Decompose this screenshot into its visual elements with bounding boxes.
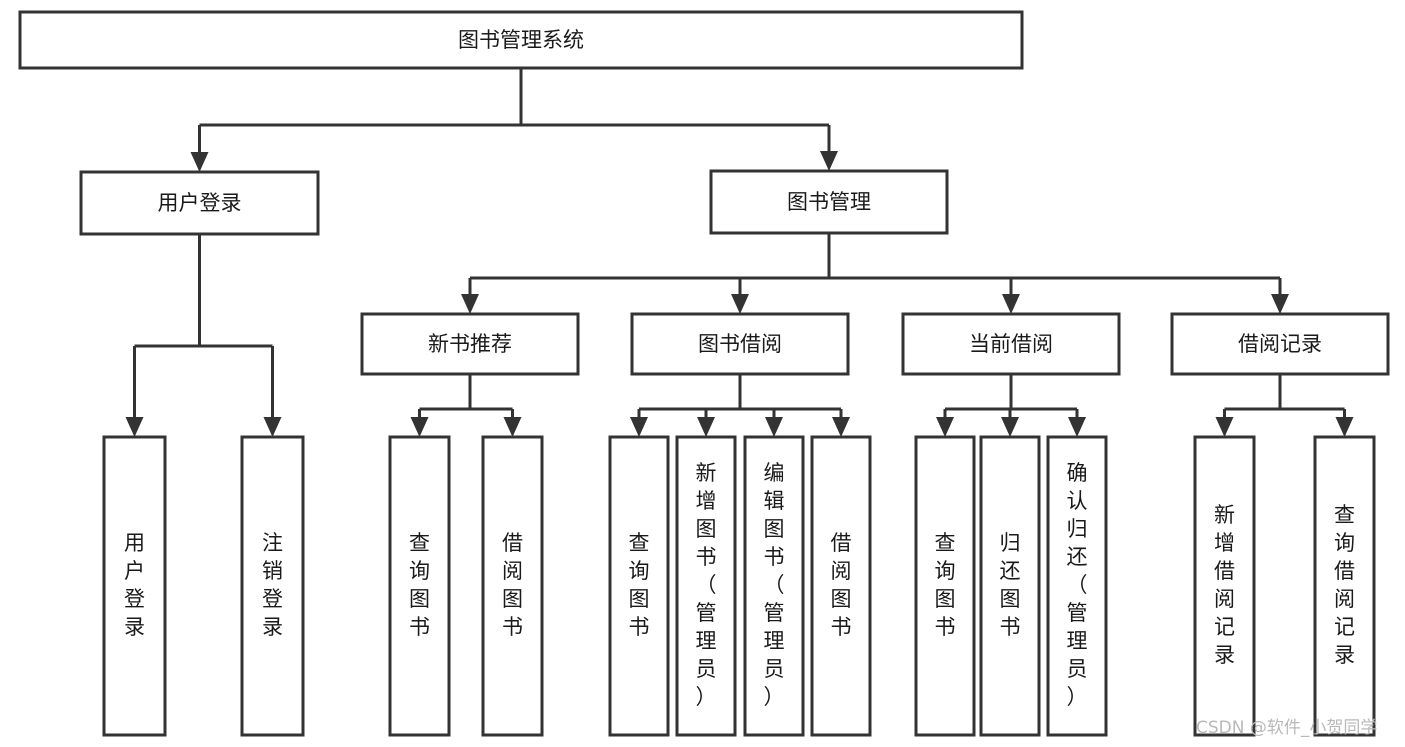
arrow-head (1335, 417, 1354, 437)
node-label-leaf-confirm-return: 确认归还（管理员） (1067, 461, 1088, 709)
node-box-new-book-rec (360, 312, 580, 376)
edge-group-book-borrow (630, 374, 850, 437)
node-label-new-book-rec: 新书推荐 (428, 332, 512, 356)
node-leaf-add-record[interactable]: 新增借阅记录 (1193, 435, 1256, 737)
node-label-leaf-user-login: 用户登录 (124, 531, 145, 639)
node-box-leaf-query-book-2 (608, 435, 670, 737)
node-label-leaf-logout: 注销登录 (262, 531, 283, 639)
arrow-head (503, 417, 522, 437)
arrow-head (630, 417, 648, 437)
arrow-head (936, 417, 954, 437)
node-box-leaf-confirm-return (1046, 435, 1108, 737)
edge-group-root (190, 68, 838, 172)
node-root[interactable]: 图书管理系统 (18, 10, 1024, 70)
edge-group-book-manage (461, 233, 1289, 314)
arrow-head (125, 417, 144, 437)
node-current-borrow[interactable]: 当前借阅 (901, 312, 1121, 376)
node-box-leaf-add-record (1193, 435, 1256, 737)
node-leaf-borrow-book-2[interactable]: 借阅图书 (810, 435, 872, 737)
node-leaf-add-book[interactable]: 新增图书（管理员） (675, 435, 737, 737)
arrow-head (1271, 294, 1289, 314)
node-new-book-rec[interactable]: 新书推荐 (360, 312, 580, 376)
node-box-book-manage (709, 169, 949, 235)
node-label-book-manage: 图书管理 (787, 190, 871, 214)
edge-layer (125, 68, 1354, 437)
node-box-leaf-edit-book (743, 435, 805, 737)
node-label-leaf-add-book: 新增图书（管理员） (696, 461, 717, 709)
node-label-user-login: 用户登录 (158, 191, 242, 215)
node-label-leaf-return-book: 归还图书 (1000, 531, 1021, 639)
node-leaf-user-login[interactable]: 用户登录 (102, 435, 167, 737)
edge-group-current-borrow (936, 374, 1086, 437)
node-box-leaf-logout (240, 435, 305, 737)
node-box-leaf-user-login (102, 435, 167, 737)
arrow-head (1068, 417, 1086, 437)
node-label-leaf-query-record: 查询借阅记录 (1334, 503, 1355, 667)
watermark: CSDN @软件_小贺同学 (1196, 718, 1377, 738)
arrow-head (1002, 294, 1020, 314)
node-leaf-borrow-book-1[interactable]: 借阅图书 (481, 435, 544, 737)
node-leaf-query-book-2[interactable]: 查询图书 (608, 435, 670, 737)
node-box-leaf-return-book (979, 435, 1041, 737)
node-box-borrow-record (1170, 312, 1390, 376)
node-label-current-borrow: 当前借阅 (969, 332, 1053, 356)
node-box-user-login (79, 170, 320, 236)
node-leaf-query-book-1[interactable]: 查询图书 (388, 435, 451, 737)
node-leaf-query-record[interactable]: 查询借阅记录 (1313, 435, 1376, 737)
node-label-leaf-borrow-book-2: 借阅图书 (831, 531, 852, 639)
node-user-login[interactable]: 用户登录 (79, 170, 320, 236)
node-label-book-borrow: 图书借阅 (698, 332, 782, 356)
node-box-leaf-query-book-1 (388, 435, 451, 737)
arrow-head (263, 417, 282, 437)
node-box-root (18, 10, 1024, 70)
node-leaf-return-book[interactable]: 归还图书 (979, 435, 1041, 737)
arrow-head (765, 417, 783, 437)
node-box-leaf-borrow-book-1 (481, 435, 544, 737)
arrow-head (832, 417, 850, 437)
edge-group-borrow-record (1215, 374, 1354, 437)
node-borrow-record[interactable]: 借阅记录 (1170, 312, 1390, 376)
node-label-root: 图书管理系统 (458, 28, 584, 52)
edge-group-new-book-rec (410, 374, 522, 437)
node-label-leaf-query-book-1: 查询图书 (409, 531, 430, 639)
node-label-leaf-query-book-3: 查询图书 (935, 531, 956, 639)
arrow-head (190, 152, 209, 172)
node-leaf-logout[interactable]: 注销登录 (240, 435, 305, 737)
node-label-leaf-borrow-book-1: 借阅图书 (502, 531, 523, 639)
node-label-borrow-record: 借阅记录 (1238, 332, 1322, 356)
node-box-leaf-query-record (1313, 435, 1376, 737)
node-book-manage[interactable]: 图书管理 (709, 169, 949, 235)
node-leaf-confirm-return[interactable]: 确认归还（管理员） (1046, 435, 1108, 737)
node-box-current-borrow (901, 312, 1121, 376)
node-label-leaf-query-book-2: 查询图书 (629, 531, 650, 639)
node-box-leaf-query-book-3 (914, 435, 976, 737)
arrow-head (1001, 417, 1019, 437)
node-book-borrow[interactable]: 图书借阅 (630, 312, 850, 376)
node-leaf-edit-book[interactable]: 编辑图书（管理员） (743, 435, 805, 737)
node-layer: 图书管理系统用户登录图书管理新书推荐图书借阅当前借阅借阅记录用户登录注销登录查询… (18, 10, 1390, 737)
arrow-head (731, 294, 749, 314)
edge-group-user-login (125, 234, 282, 437)
arrow-head (1215, 417, 1234, 437)
node-box-leaf-borrow-book-2 (810, 435, 872, 737)
node-box-book-borrow (630, 312, 850, 376)
arrow-head (697, 417, 715, 437)
node-leaf-query-book-3[interactable]: 查询图书 (914, 435, 976, 737)
arrow-head (410, 417, 429, 437)
arrow-head (820, 151, 838, 171)
node-box-leaf-add-book (675, 435, 737, 737)
node-label-leaf-edit-book: 编辑图书（管理员） (764, 461, 785, 709)
arrow-head (461, 294, 479, 314)
node-label-leaf-add-record: 新增借阅记录 (1214, 503, 1235, 667)
